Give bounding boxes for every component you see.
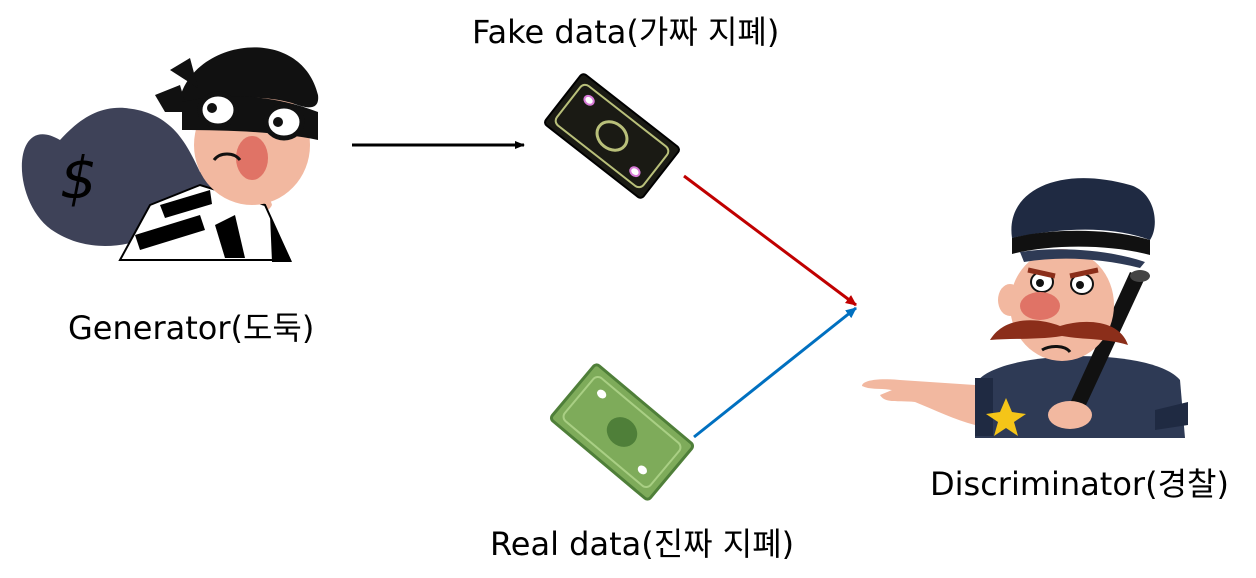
police-arm xyxy=(862,379,975,425)
thief-illustration: $ xyxy=(21,47,319,262)
discriminator-label: Discriminator(경찰) xyxy=(930,465,1229,503)
mustache xyxy=(990,320,1128,345)
fake-data-label: Fake data(가짜 지폐) xyxy=(472,13,780,51)
thief-head xyxy=(155,47,319,205)
generator-label: Generator(도둑) xyxy=(68,309,315,347)
fake-banknote-illustration xyxy=(544,73,680,199)
star-badge-icon xyxy=(986,398,1026,436)
real-data-label: Real data(진짜 지폐) xyxy=(490,525,795,563)
dollar-sign-icon: $ xyxy=(60,144,97,212)
arrow-fake-to-discriminator xyxy=(683,174,857,307)
police-hat xyxy=(1011,178,1155,240)
police-illustration xyxy=(862,178,1188,438)
arrow-real-to-discriminator xyxy=(693,306,857,439)
real-banknote-illustration xyxy=(549,363,695,501)
baton-icon xyxy=(1066,272,1145,418)
